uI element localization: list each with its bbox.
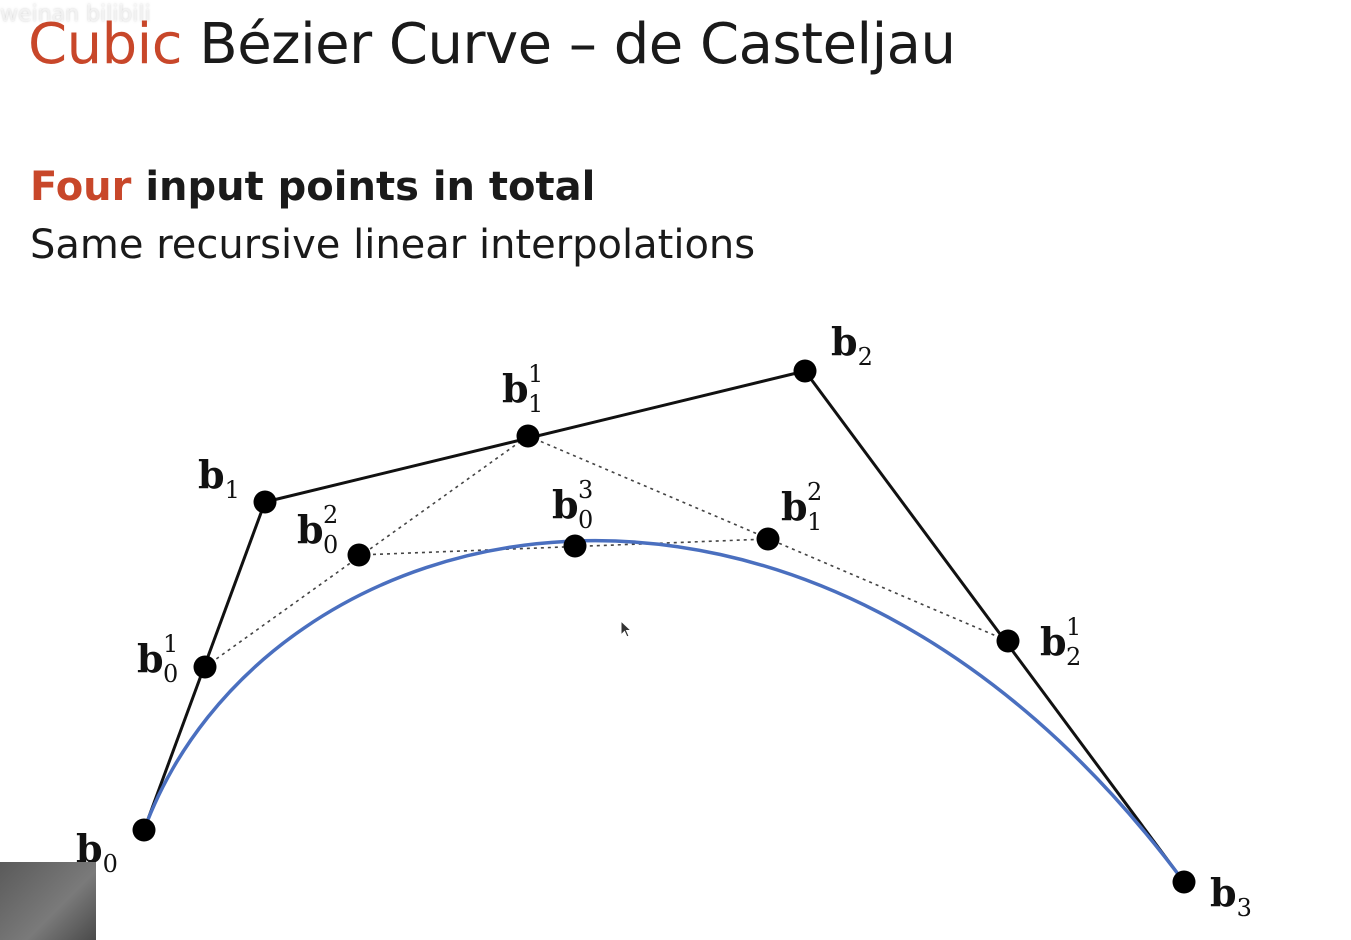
point-b11 — [516, 424, 540, 448]
point-b0 — [132, 818, 156, 842]
presenter-thumbnail — [0, 862, 96, 940]
point-b2 — [793, 359, 817, 383]
point-b21 — [996, 629, 1020, 653]
point-b3 — [1172, 870, 1196, 894]
point-b1 — [253, 490, 277, 514]
point-b12 — [756, 527, 780, 551]
label-b1: b1 — [198, 452, 240, 504]
line-b02-b12 — [358, 538, 769, 556]
subtitle-accent: Four — [30, 164, 132, 210]
slide-title: Cubic Bézier Curve – de Casteljau — [28, 12, 956, 77]
subtitle-secondary: Same recursive linear interpolations — [30, 222, 756, 268]
subtitle-rest: input points in total — [131, 164, 596, 210]
point-b03 — [563, 534, 587, 558]
arrow-cursor-icon — [620, 620, 633, 638]
label-b3: b3 — [1210, 870, 1252, 922]
title-accent: Cubic — [28, 12, 183, 77]
label-b2: b2 — [831, 319, 873, 371]
title-rest: Bézier Curve – de Casteljau — [182, 12, 956, 77]
point-b01 — [193, 655, 217, 679]
bezier-curve — [142, 538, 1186, 884]
edge-b2-b3 — [803, 370, 1186, 883]
control-polygon — [142, 369, 1186, 883]
watermark: weinan bilibili — [0, 2, 151, 27]
point-b02 — [347, 543, 371, 567]
points — [132, 359, 1196, 894]
subtitle-primary: Four input points in total — [30, 164, 595, 210]
